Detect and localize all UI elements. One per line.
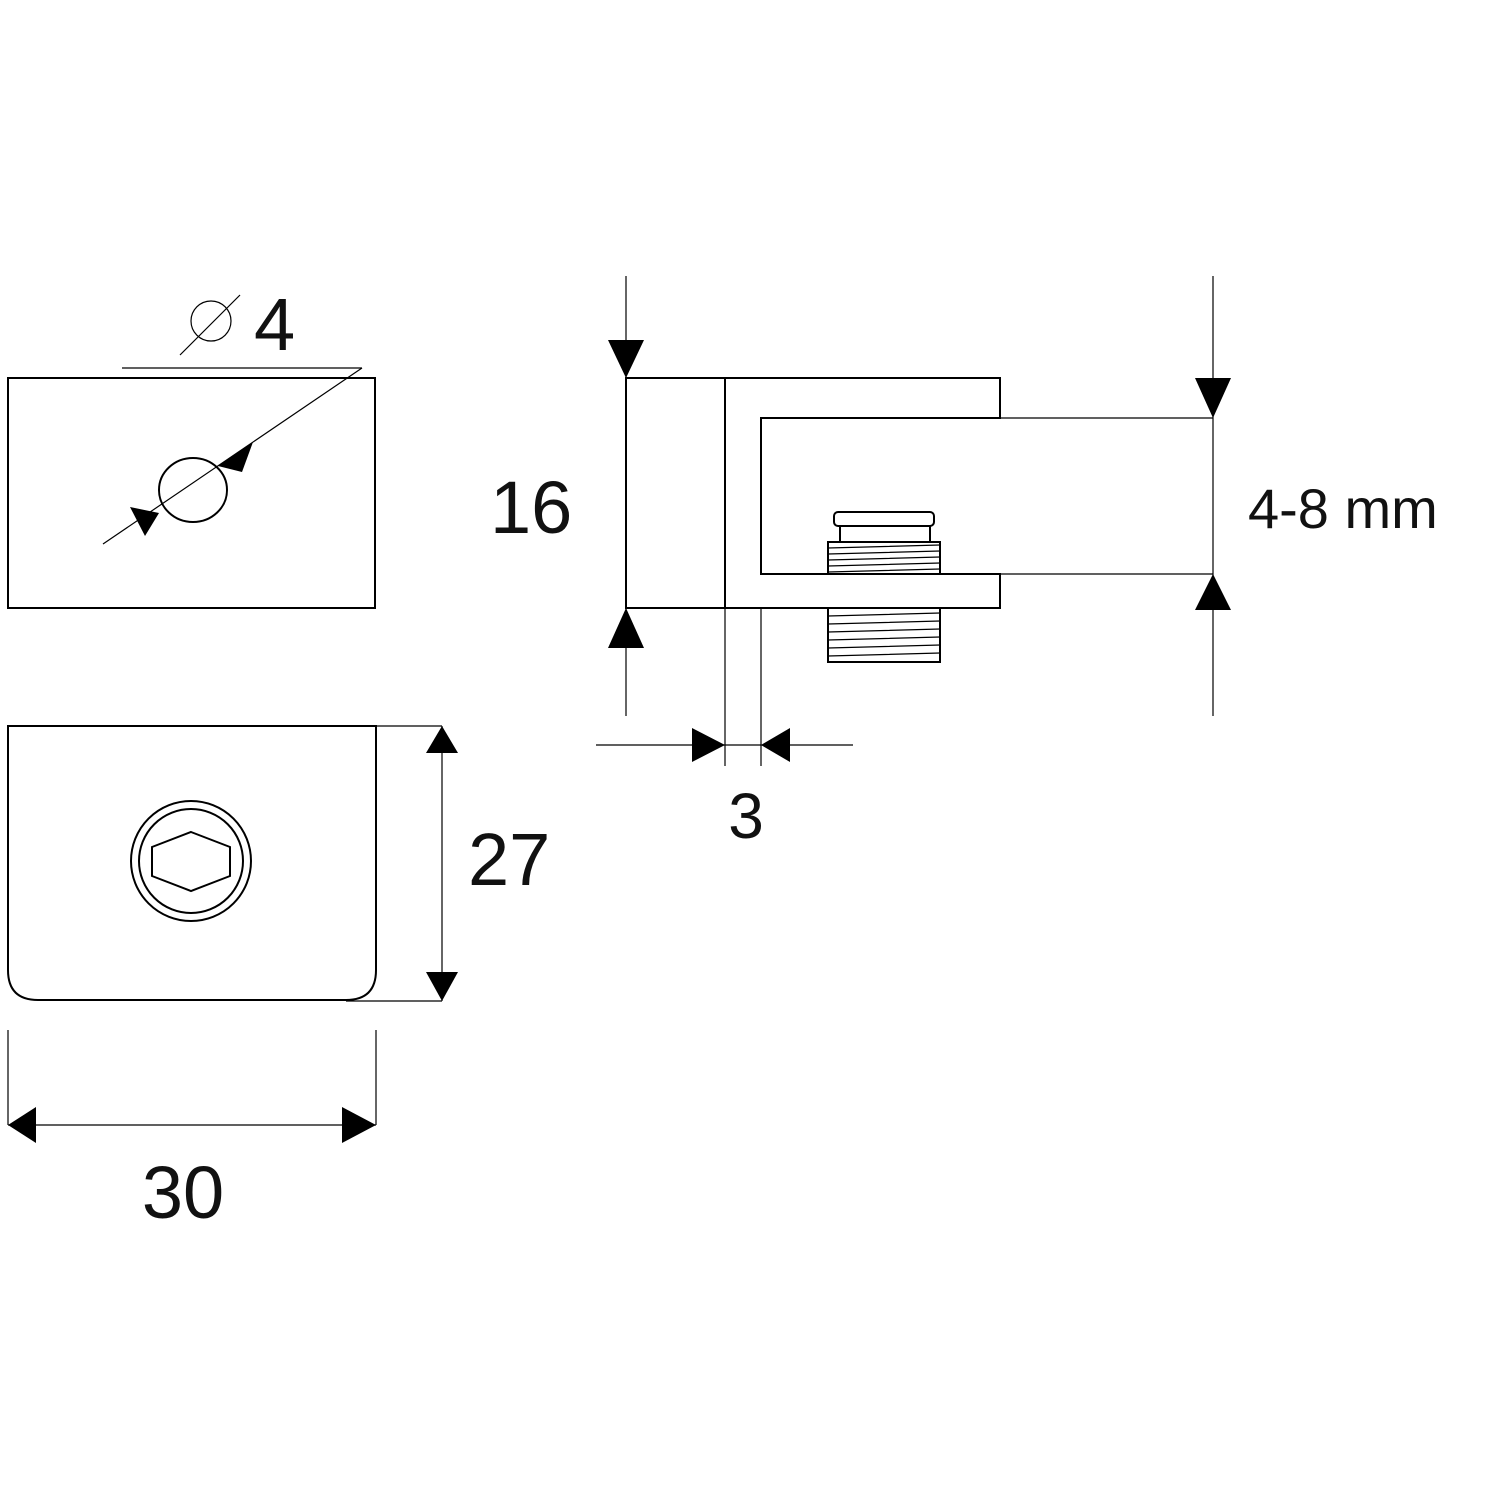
glass-arrow-top bbox=[1195, 378, 1231, 418]
back-plate bbox=[625, 377, 726, 609]
depth-arrow-bottom bbox=[426, 972, 458, 1001]
height-arrow-top bbox=[608, 340, 644, 378]
glass-arrow-bottom bbox=[1195, 574, 1231, 610]
hex-socket-outer-ring bbox=[130, 800, 252, 922]
glass-thickness-value: 4-8 mm bbox=[1248, 477, 1438, 540]
thickness-value: 3 bbox=[728, 780, 764, 852]
screw-thread-lower bbox=[827, 607, 941, 663]
hole-diameter-value: 4 bbox=[254, 283, 295, 366]
diameter-symbol-circle bbox=[190, 300, 232, 342]
depth-arrow-top bbox=[426, 726, 458, 753]
diameter-symbol-slash bbox=[179, 294, 241, 356]
depth-value: 27 bbox=[468, 818, 550, 901]
top-view-outline bbox=[7, 377, 376, 609]
clamp-profile bbox=[724, 377, 1001, 609]
width-arrow-left bbox=[8, 1107, 36, 1143]
width-arrow-right bbox=[342, 1107, 376, 1143]
front-view-outline bbox=[7, 725, 377, 1001]
screw-head bbox=[833, 511, 935, 527]
thickness-arrow-left bbox=[692, 728, 725, 762]
side-view: 16 3 4-8 mm bbox=[490, 276, 1438, 852]
screw-neck bbox=[839, 525, 931, 543]
thickness-arrow-right bbox=[761, 728, 790, 762]
screw-thread-upper bbox=[827, 541, 941, 575]
hole-arrow-lower bbox=[130, 507, 159, 536]
width-value: 30 bbox=[142, 1151, 224, 1234]
hex-socket-inner-ring bbox=[138, 808, 244, 914]
hole-diameter-label: 4 bbox=[179, 283, 295, 366]
height-value: 16 bbox=[490, 466, 572, 549]
mounting-hole bbox=[158, 457, 228, 523]
height-arrow-bottom bbox=[608, 608, 644, 648]
top-view: 4 bbox=[7, 283, 376, 609]
hex-socket-icon bbox=[151, 830, 231, 893]
front-view: 27 30 bbox=[7, 725, 550, 1234]
hole-arrow-upper bbox=[218, 442, 253, 472]
